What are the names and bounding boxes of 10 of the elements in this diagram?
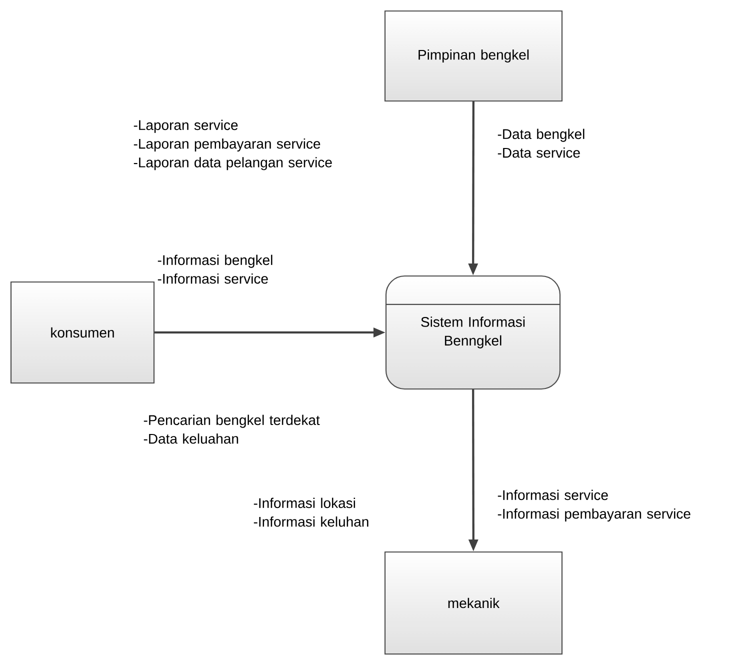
edge-label: -Informasi service -Informasi pembayaran service <box>498 490 690 522</box>
entity-box: konsumen <box>10 281 155 384</box>
flow-label: -Laporan service -Laporan pembayaran service -Laporan data pelangan service <box>134 120 332 170</box>
process-box: Sistem Informasi Benngkel <box>385 275 561 390</box>
entity-box: Pimpinan bengkel <box>384 10 563 102</box>
edge-label: -Data bengkel -Data service <box>498 128 584 158</box>
entity-box: mekanik <box>384 551 563 655</box>
flow-label: -Informasi lokasi -Informasi keluhan <box>254 498 368 527</box>
flow-label: -Pencarian bengkel terdekat -Data keluahan <box>144 414 320 444</box>
edge-label: -Informasi bengkel -Informasi service <box>158 254 272 284</box>
